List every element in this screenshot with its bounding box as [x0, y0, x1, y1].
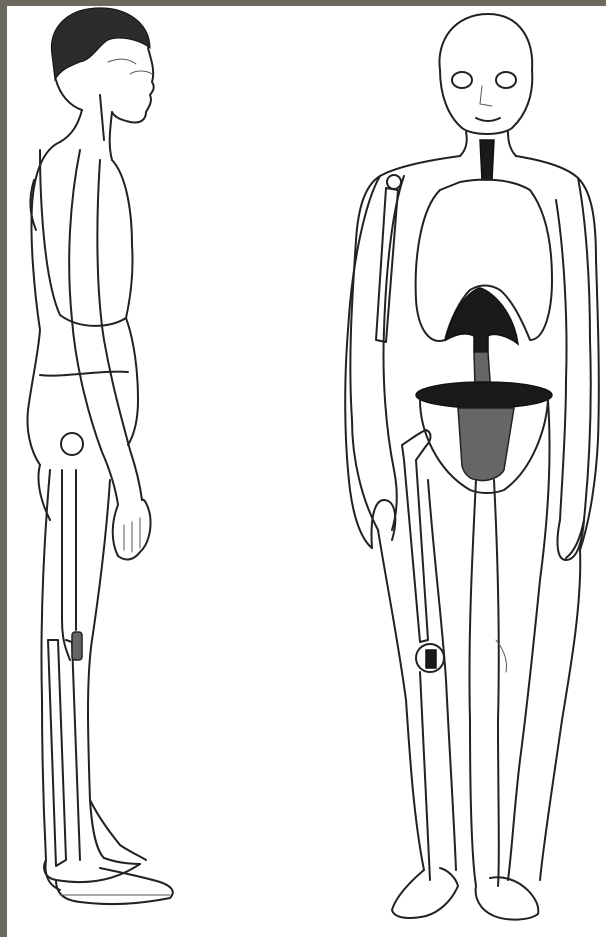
front-right-eye	[496, 72, 516, 88]
front-right-foot	[476, 877, 539, 919]
front-view-figure	[345, 14, 599, 920]
front-trachea	[480, 140, 494, 180]
front-left-foot	[392, 868, 458, 918]
side-neck	[60, 110, 82, 142]
front-right-leg	[508, 400, 550, 880]
front-diaphragm	[416, 382, 552, 408]
front-right-arm	[566, 178, 591, 558]
front-leg-rod	[402, 430, 431, 642]
side-chest	[112, 160, 138, 445]
front-abdomen	[458, 408, 514, 481]
side-hair	[51, 8, 150, 80]
front-head	[439, 14, 532, 134]
side-view-figure	[28, 8, 173, 904]
front-mouth	[476, 118, 500, 121]
front-leg-pipe	[469, 480, 476, 886]
front-left-eye	[452, 72, 472, 88]
side-hip-joint	[61, 433, 83, 455]
side-shin-strut	[48, 640, 66, 866]
front-left-leg	[378, 530, 424, 870]
side-leg-back	[41, 470, 60, 890]
side-arm	[69, 150, 118, 505]
side-ribcage	[40, 150, 126, 326]
front-shoulder-joint	[387, 175, 401, 189]
side-knee-joint	[72, 632, 82, 660]
side-foot-front	[56, 868, 173, 904]
